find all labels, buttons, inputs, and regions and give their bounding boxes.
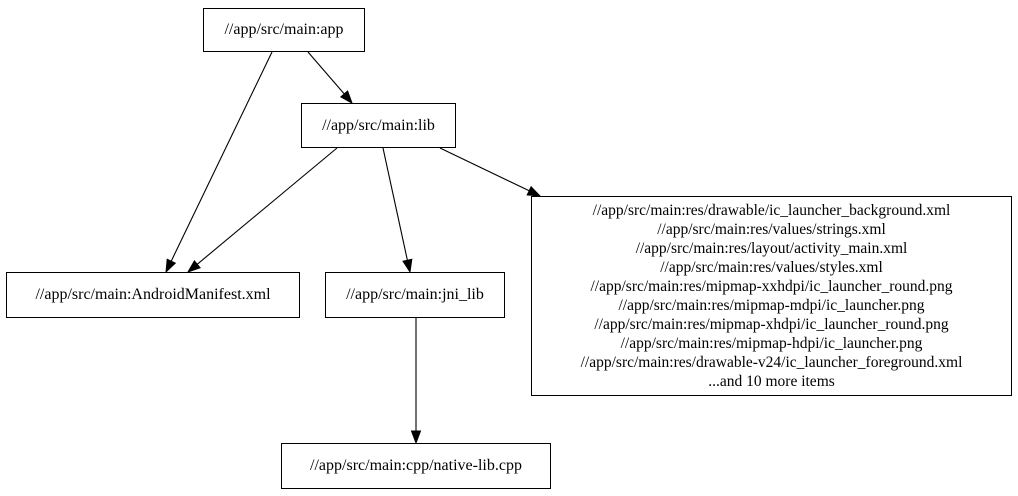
res-file-line: //app/src/main:res/drawable-v24/ic_launc… xyxy=(580,354,963,371)
res-file-line: //app/src/main:res/mipmap-mdpi/ic_launch… xyxy=(618,297,925,314)
node-jni-lib-label: //app/src/main:jni_lib xyxy=(346,286,484,303)
res-file-line: //app/src/main:res/values/strings.xml xyxy=(657,221,886,238)
edge-app-to-lib xyxy=(307,51,353,105)
node-android-manifest-label: //app/src/main:AndroidManifest.xml xyxy=(35,286,271,303)
node-app-label: //app/src/main:app xyxy=(224,21,344,38)
node-lib-label: //app/src/main:lib xyxy=(322,116,435,134)
edge-lib-to-manifest xyxy=(186,147,338,273)
res-file-line: //app/src/main:res/layout/activity_main.… xyxy=(635,240,908,257)
res-file-line: //app/src/main:res/drawable/ic_launcher_… xyxy=(592,202,951,219)
node-native-lib-cpp-label: //app/src/main:cpp/native-lib.cpp xyxy=(310,457,522,474)
node-app: //app/src/main:app xyxy=(203,8,365,52)
node-android-manifest: //app/src/main:AndroidManifest.xml xyxy=(6,272,300,318)
res-file-line: //app/src/main:res/mipmap-xxhdpi/ic_laun… xyxy=(590,278,953,295)
res-more-items-line: ...and 10 more items xyxy=(708,373,835,390)
res-file-line: //app/src/main:res/values/styles.xml xyxy=(660,259,883,276)
edge-jni-lib-to-cpp xyxy=(410,318,422,445)
node-res-files: //app/src/main:res/drawable/ic_launcher_… xyxy=(531,196,1012,396)
node-native-lib-cpp: //app/src/main:cpp/native-lib.cpp xyxy=(281,443,551,489)
node-jni-lib: //app/src/main:jni_lib xyxy=(325,272,505,318)
edge-lib-to-res xyxy=(439,147,542,197)
edge-lib-to-jni-lib xyxy=(382,147,413,274)
res-file-line: //app/src/main:res/mipmap-xhdpi/ic_launc… xyxy=(594,316,949,333)
res-file-line: //app/src/main:res/mipmap-hdpi/ic_launch… xyxy=(620,335,923,352)
edge-app-to-manifest xyxy=(165,51,273,274)
node-lib: //app/src/main:lib xyxy=(301,103,456,148)
